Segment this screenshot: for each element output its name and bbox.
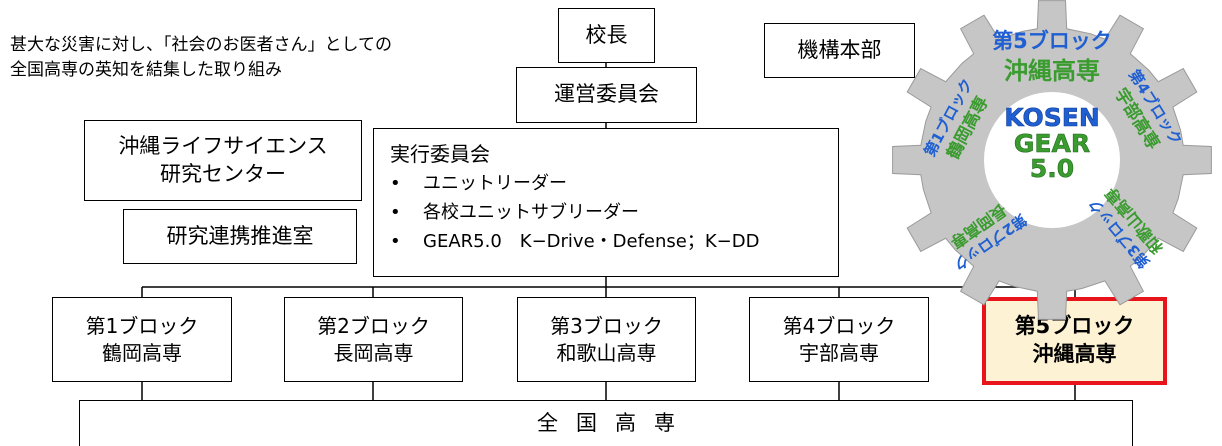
national-kosen-box: 全 国 高 専 bbox=[79, 400, 1133, 446]
exec-item: • 各校ユニットサブリーダー bbox=[390, 198, 759, 227]
headquarters-label: 機構本部 bbox=[797, 37, 882, 62]
exec-item-label: ユニットリーダー bbox=[423, 173, 567, 194]
executive-committee-title: 実行委員会 bbox=[390, 142, 490, 166]
intro-line-2: 全国高専の英知を結集した取り組み bbox=[10, 60, 282, 80]
block-1-name: 第1ブロック bbox=[85, 314, 199, 339]
block-1-school: 鶴岡高専 bbox=[102, 340, 182, 365]
block-2-school: 長岡高専 bbox=[333, 340, 414, 365]
principal-box: 校長 bbox=[558, 8, 655, 63]
okinawa-research-center-box: 沖縄ライフサイエンス 研究センター bbox=[84, 120, 362, 201]
kosen-gear-logo: KOSEN GEAR 5.0 第5ブロック 沖縄高専 第4ブロック 宇部高専 第… bbox=[865, 0, 1222, 325]
intro-text: 甚大な災害に対し、「社会のお医者さん」としての 全国高専の英知を結集した取り組み bbox=[10, 33, 392, 83]
block-4-name: 第4ブロック bbox=[782, 314, 896, 339]
executive-committee-box: 実行委員会 • ユニットリーダー • 各校ユニットサブリーダー • GEAR5.0 K… bbox=[373, 128, 839, 277]
block-3-name: 第3ブロック bbox=[550, 314, 663, 339]
okinawa-center-line-2: 研究センター bbox=[160, 161, 286, 186]
gear-hole bbox=[984, 92, 1120, 228]
exec-item: • GEAR5.0 K−Drive・Defense；K−DD bbox=[390, 227, 759, 256]
okinawa-center-line-1: 沖縄ライフサイエンス bbox=[118, 133, 328, 158]
executive-committee-list: • ユニットリーダー • 各校ユニットサブリーダー • GEAR5.0 K−Drive… bbox=[390, 169, 759, 256]
block-2-name: 第2ブロック bbox=[317, 314, 430, 339]
gear-center-line-2: GEAR bbox=[1014, 129, 1090, 158]
gear-svg: KOSEN GEAR 5.0 第5ブロック 沖縄高専 第4ブロック 宇部高専 第… bbox=[892, 0, 1212, 320]
gear-center-line-3: 5.0 bbox=[1030, 154, 1074, 183]
block-4-school: 宇部高専 bbox=[799, 340, 879, 365]
research-office-box: 研究連携推進室 bbox=[123, 209, 357, 264]
block-5-box-highlighted: 第5ブロック 沖縄高専 bbox=[982, 297, 1167, 385]
exec-item-label: 各校ユニットサブリーダー bbox=[423, 202, 639, 223]
steering-committee-box: 運営委員会 bbox=[516, 67, 697, 123]
gear-top-line-1: 第5ブロック bbox=[992, 29, 1112, 53]
exec-item: • ユニットリーダー bbox=[390, 169, 759, 198]
block-5-name: 第5ブロック bbox=[1014, 314, 1135, 339]
block-4-box: 第4ブロック 宇部高専 bbox=[749, 297, 929, 382]
research-office-label: 研究連携推進室 bbox=[166, 223, 314, 248]
gear-top-line-2: 沖縄高専 bbox=[1004, 57, 1100, 85]
national-char: 全 bbox=[537, 410, 558, 435]
national-char: 高 bbox=[615, 410, 636, 435]
national-char: 専 bbox=[654, 410, 675, 435]
steering-committee-label: 運営委員会 bbox=[554, 82, 659, 107]
principal-label: 校長 bbox=[585, 22, 628, 47]
bullet-icon: • bbox=[390, 173, 401, 194]
gear-center-line-1: KOSEN bbox=[1004, 103, 1100, 132]
intro-line-1: 甚大な災害に対し、「社会のお医者さん」としての bbox=[10, 35, 392, 55]
block-2-box: 第2ブロック 長岡高専 bbox=[284, 297, 463, 382]
exec-item-label: GEAR5.0 K−Drive・Defense；K−DD bbox=[423, 231, 760, 252]
bullet-icon: • bbox=[390, 231, 401, 252]
bullet-icon: • bbox=[390, 202, 401, 223]
block-1-box: 第1ブロック 鶴岡高専 bbox=[52, 297, 232, 382]
national-char: 国 bbox=[576, 410, 597, 435]
block-3-box: 第3ブロック 和歌山高専 bbox=[517, 297, 696, 382]
headquarters-box: 機構本部 bbox=[764, 23, 915, 78]
block-3-school: 和歌山高専 bbox=[556, 340, 657, 365]
block-5-school: 沖縄高専 bbox=[1032, 342, 1117, 366]
